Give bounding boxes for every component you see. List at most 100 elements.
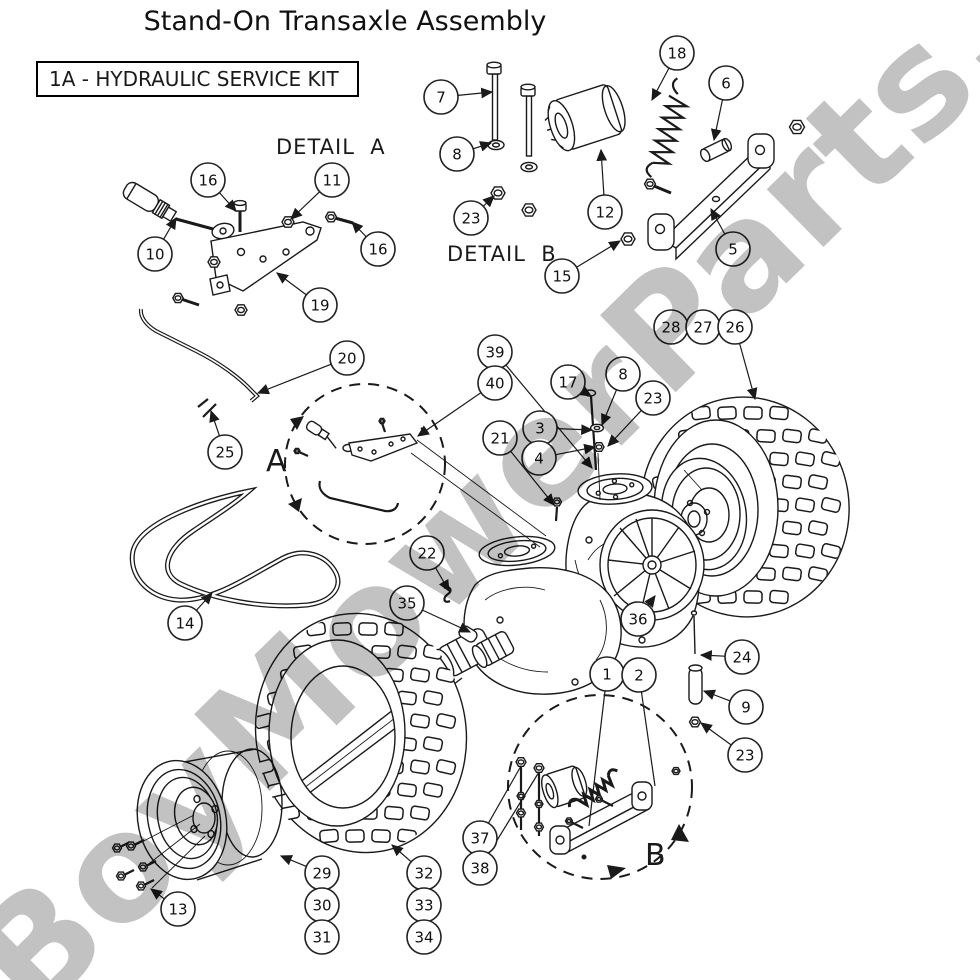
leader-13 (150, 888, 165, 900)
detail-b-assembly (486, 61, 805, 261)
svg-text:4: 4 (534, 450, 544, 468)
cotter-pin (197, 398, 217, 418)
leader-14 (195, 592, 213, 611)
pulley-left (478, 535, 556, 567)
callout-20: 20 (329, 340, 365, 376)
leader-20 (256, 363, 332, 395)
svg-text:35: 35 (397, 595, 416, 613)
callout-10: 10 (137, 236, 173, 272)
svg-text:13: 13 (168, 901, 187, 919)
leader-8 (472, 141, 493, 152)
svg-text:18: 18 (667, 45, 686, 63)
callout-25: 25 (207, 434, 243, 470)
svg-text:28: 28 (661, 319, 680, 337)
callout-29: 29 (304, 855, 340, 891)
leader-17 (578, 385, 593, 397)
callout-40: 40 (477, 365, 513, 401)
svg-text:33: 33 (414, 897, 433, 915)
callout-30: 30 (304, 887, 340, 923)
callout-23: 23 (635, 380, 671, 416)
flange-nut (621, 233, 635, 245)
leader-8 (601, 389, 618, 427)
callout-27: 27 (685, 309, 721, 345)
callout-38: 38 (462, 850, 498, 886)
leader-23 (700, 722, 732, 746)
callout-32: 32 (406, 855, 442, 891)
lug-bolts (113, 840, 157, 890)
callout-9: 9 (728, 689, 764, 725)
hydraulic-kit-box: 1A - HYDRAULIC SERVICE KIT (36, 61, 359, 97)
leader-9 (702, 689, 731, 702)
callout-1: 1 (589, 656, 625, 692)
svg-text:5: 5 (728, 241, 738, 259)
leader-22 (434, 567, 450, 593)
svg-text:40: 40 (485, 375, 504, 393)
hex-bolt-long-2 (520, 83, 536, 157)
leader-25 (209, 409, 221, 437)
callout-7: 7 (423, 79, 459, 115)
left-transaxle (433, 535, 622, 695)
left-wheel-rim (133, 748, 283, 889)
valve-cable (122, 181, 178, 223)
callout-35: 35 (389, 585, 425, 621)
cooling-fan (599, 509, 705, 621)
washer (487, 139, 505, 151)
callout-14: 14 (167, 605, 203, 641)
callout-13: 13 (160, 891, 196, 927)
svg-text:24: 24 (732, 649, 751, 667)
svg-text:9: 9 (741, 699, 751, 717)
leader-26 (738, 343, 758, 401)
callout-11: 11 (314, 162, 350, 198)
leader-16 (351, 221, 367, 238)
clevis-pin (699, 137, 733, 163)
svg-text:19: 19 (310, 297, 329, 315)
leader-32 (391, 844, 412, 863)
svg-text:15: 15 (552, 268, 571, 286)
leader-1 (588, 690, 606, 827)
callout-19: 19 (302, 287, 338, 323)
callout-37: 37 (462, 820, 498, 856)
right-transaxle (565, 473, 705, 648)
leader-21 (510, 450, 555, 506)
svg-text:25: 25 (215, 444, 234, 462)
left-wheel-tire (254, 612, 468, 854)
callout-18: 18 (659, 35, 695, 71)
callout-16: 16 (190, 162, 226, 198)
hex-bolt-long (486, 61, 502, 141)
svg-text:2: 2 (634, 667, 644, 685)
callout-34: 34 (406, 919, 442, 955)
callout-23: 23 (453, 200, 489, 236)
svg-text:23: 23 (735, 747, 754, 765)
callout-22: 22 (409, 535, 445, 571)
leader-19 (276, 272, 307, 296)
leader-24 (699, 650, 726, 661)
svg-text:22: 22 (417, 545, 436, 563)
leader-3 (556, 424, 594, 435)
leader-40 (417, 392, 482, 437)
leader-15 (576, 240, 622, 268)
region-b-letter: B (645, 838, 666, 873)
svg-text:21: 21 (490, 430, 509, 448)
callout-33: 33 (406, 887, 442, 923)
svg-text:16: 16 (368, 241, 387, 259)
callout-24: 24 (724, 639, 760, 675)
detail-circle-b (507, 694, 693, 880)
leader-5 (710, 207, 726, 235)
svg-text:23: 23 (461, 210, 480, 228)
callout-4: 4 (521, 440, 557, 476)
callout-17: 17 (550, 364, 586, 400)
extension-spring (645, 77, 691, 178)
svg-text:27: 27 (693, 319, 712, 337)
leader-23 (482, 195, 495, 208)
callout-31: 31 (304, 919, 340, 955)
svg-text:39: 39 (485, 344, 504, 362)
svg-text:36: 36 (628, 611, 647, 629)
svg-text:17: 17 (558, 374, 577, 392)
svg-text:23: 23 (643, 390, 662, 408)
callout-16: 16 (360, 231, 396, 267)
svg-text:8: 8 (618, 366, 628, 384)
leader-29 (279, 855, 307, 868)
leader-12 (596, 148, 608, 196)
